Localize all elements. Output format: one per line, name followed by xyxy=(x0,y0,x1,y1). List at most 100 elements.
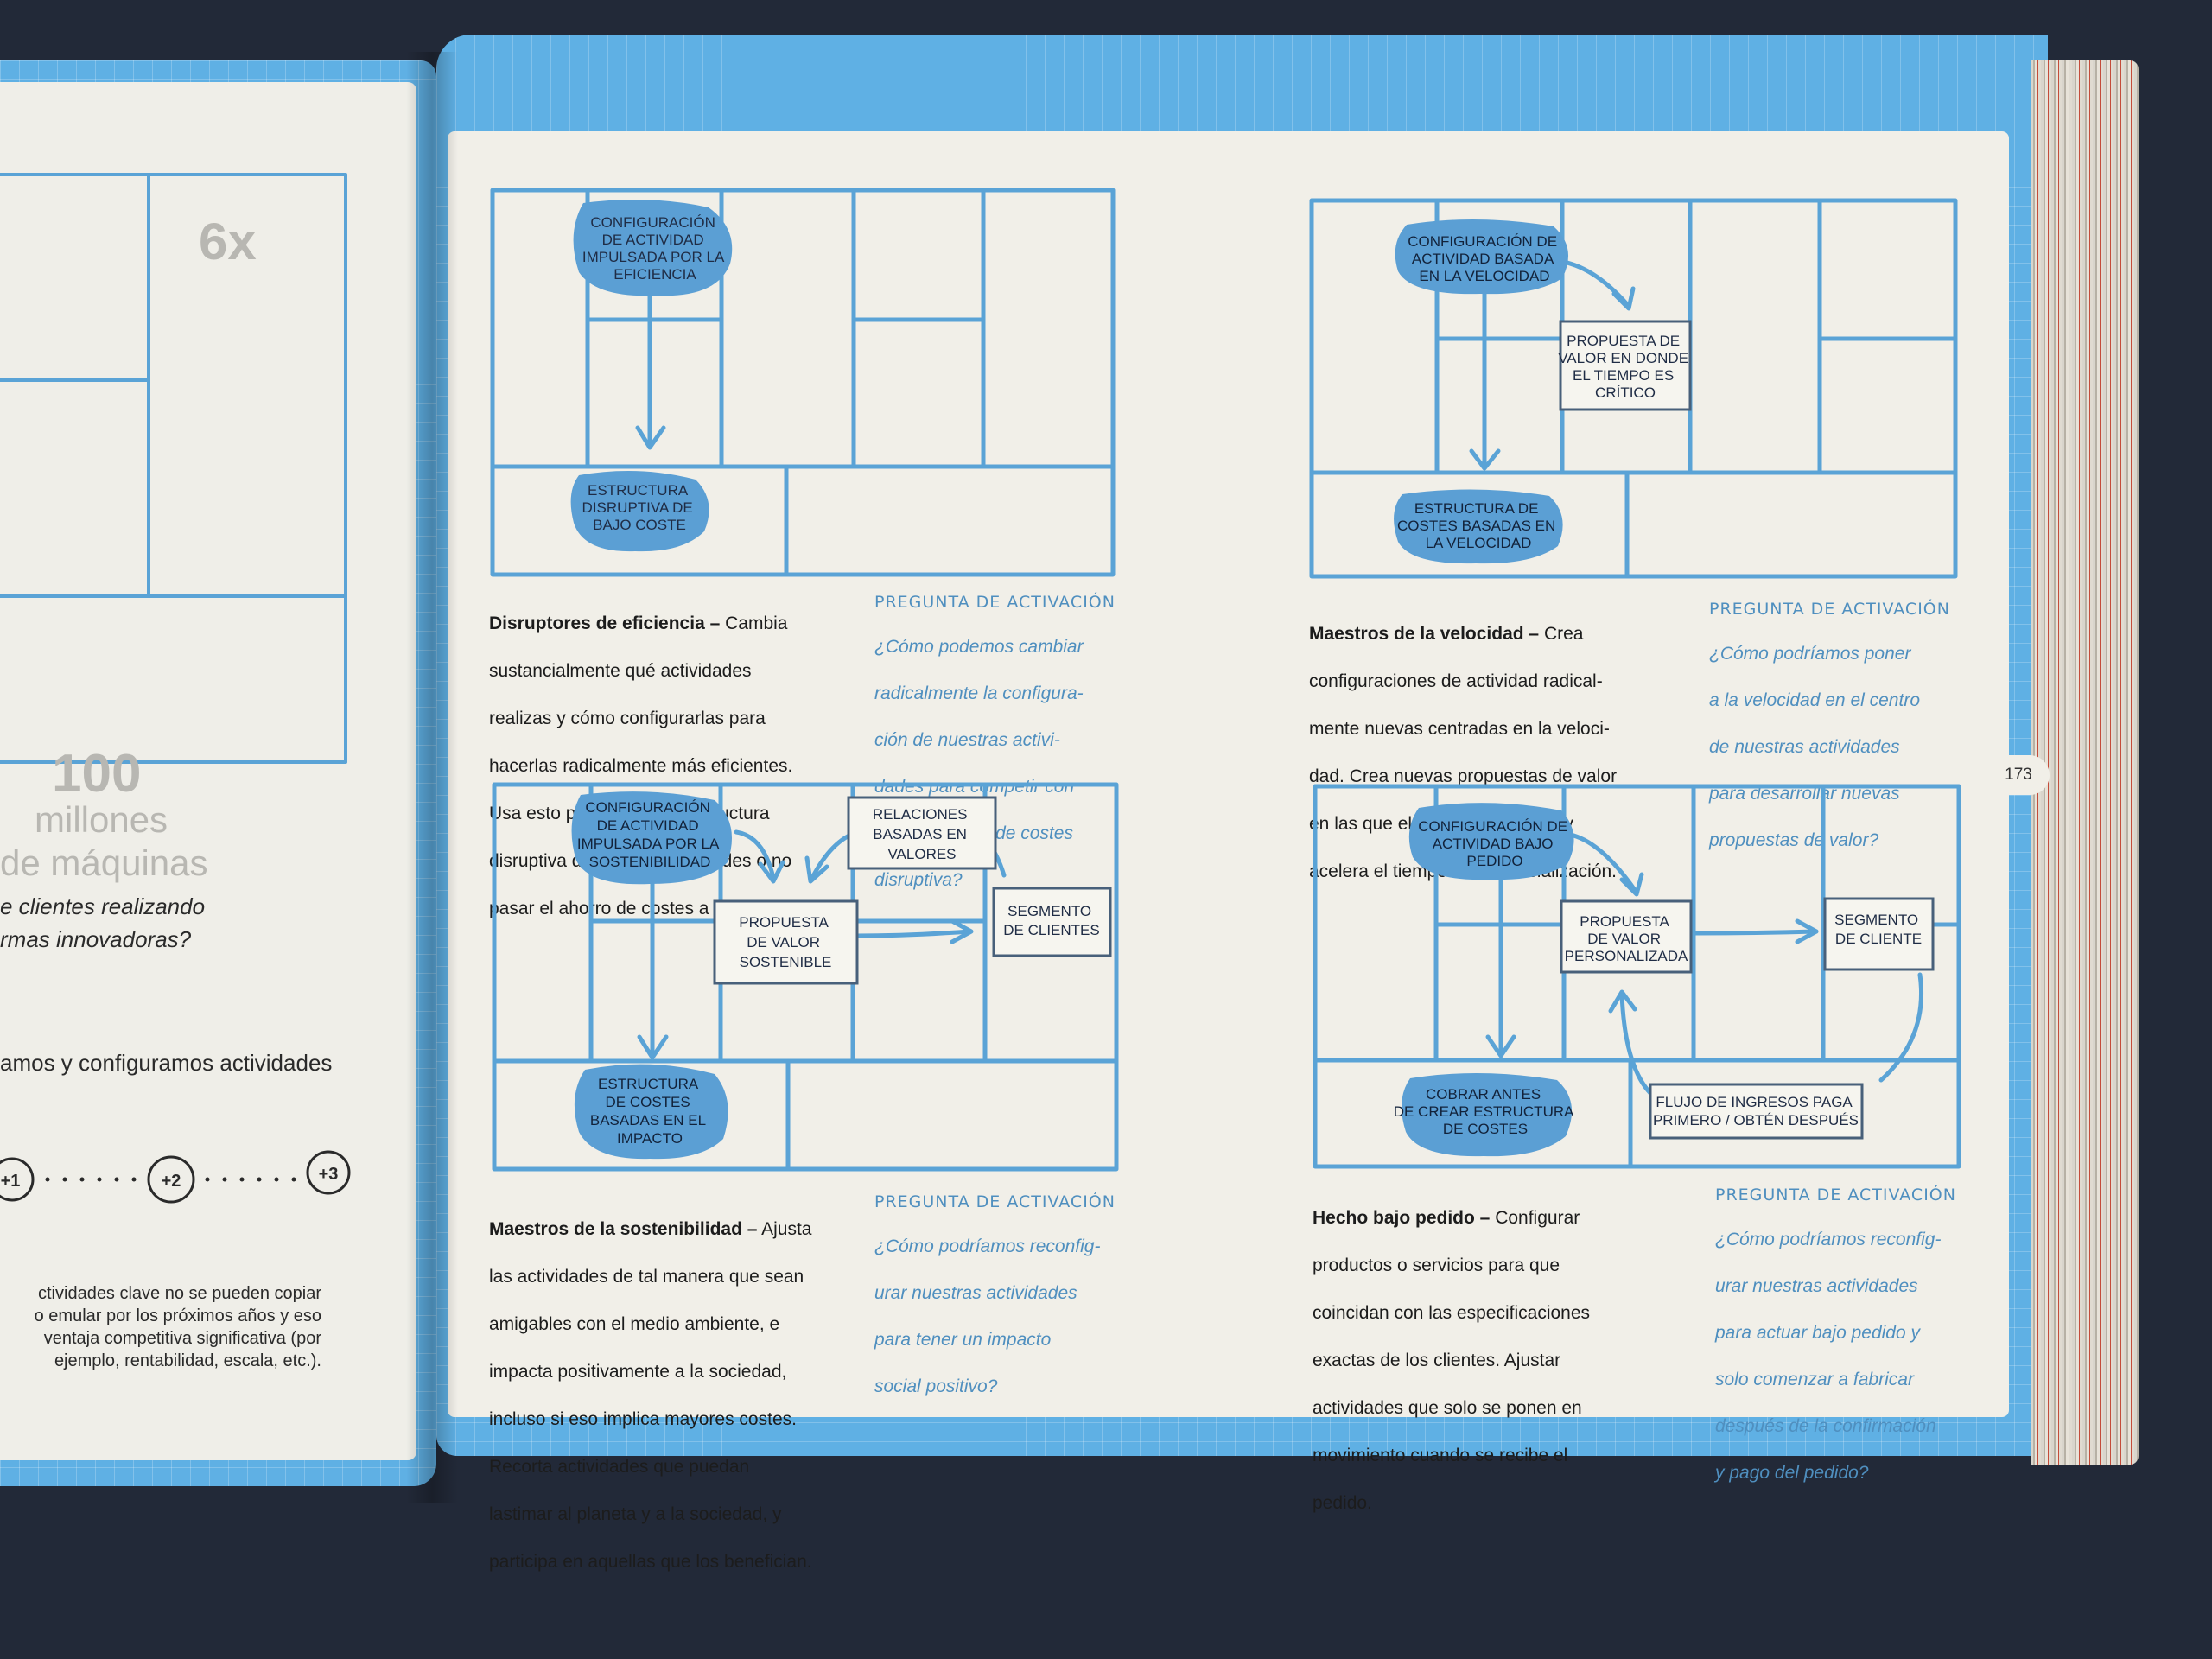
sust-value-label: PROPUESTA DE VALOR SOSTENIBLE xyxy=(739,914,831,970)
step-3-label: +3 xyxy=(319,1165,339,1184)
demand-desc-2: productos o servicios para que xyxy=(1313,1255,1560,1275)
demand-q-4: solo comenzar a fabricar xyxy=(1715,1370,1914,1389)
right-page xyxy=(448,131,2009,1417)
sust-desc-1: Ajusta xyxy=(761,1218,812,1239)
speed-q-5: propuestas de valor? xyxy=(1709,830,1879,850)
sust-desc-7: lastimar al planeta y a la sociedad, y xyxy=(489,1503,782,1524)
demand-q-6: y pago del pedido? xyxy=(1715,1463,1869,1483)
diagram-sustainability: PROPUESTA DE VALOR SOSTENIBLE RELACIONES… xyxy=(492,782,1119,1172)
page-edges xyxy=(2031,60,2139,1465)
speed-val-1: PROPUESTA DE xyxy=(1567,333,1680,349)
on-demand-title: Hecho bajo pedido – xyxy=(1313,1207,1491,1228)
speed-activity-node xyxy=(1395,219,1569,295)
left-footnote-line-3: ventaja competitiva significativa (por xyxy=(43,1329,321,1348)
sust-act-2: DE ACTIVIDAD xyxy=(597,817,699,834)
eff-act-1: CONFIGURACIÓN xyxy=(590,214,715,231)
efficiency-desc-2: sustancialmente qué actividades xyxy=(489,660,752,681)
efficiency-question-header: PREGUNTA DE ACTIVACIÓN xyxy=(874,593,1116,612)
eff-act-3: IMPULSADA POR LA xyxy=(582,249,725,265)
speed-q-3: de nuestras actividades xyxy=(1709,737,1900,757)
diagram-speed: PROPUESTA DE VALOR EN DONDE EL TIEMPO ES… xyxy=(1309,198,1958,579)
step-2-label: +2 xyxy=(162,1172,181,1191)
sust-desc-2: las actividades de tal manera que sean xyxy=(489,1266,804,1287)
speed-cost-2: COSTES BASADAS EN xyxy=(1397,518,1555,534)
on-demand-question-header: PREGUNTA DE ACTIVACIÓN xyxy=(1715,1185,1956,1205)
demand-act-3: PEDIDO xyxy=(1466,853,1522,869)
left-footnote-line-4: ejemplo, rentabilidad, escala, etc.). xyxy=(54,1351,321,1370)
speed-val-2: VALOR EN DONDE xyxy=(1558,350,1688,366)
sust-relations-box xyxy=(847,796,997,870)
efficiency-q-6: disruptiva? xyxy=(874,870,963,890)
speed-value-box xyxy=(1559,320,1692,411)
left-footnote-line-1: ctividades clave no se pueden copiar xyxy=(38,1284,321,1303)
demand-desc-4: exactas de los clientes. Ajustar xyxy=(1313,1350,1561,1370)
speed-desc-1: Crea xyxy=(1543,623,1584,644)
speed-cost-node xyxy=(1394,489,1563,564)
sust-q-4: social positivo? xyxy=(874,1376,998,1396)
speed-q-1: ¿Cómo podríamos poner xyxy=(1709,644,1911,664)
demand-q-3: para actuar bajo pedido y xyxy=(1715,1323,1920,1343)
left-question-line-1: e clientes realizando xyxy=(0,893,206,919)
speed-act-2: ACTIVIDAD BASADA xyxy=(1412,251,1554,267)
demand-revenue-label: FLUJO DE INGRESOS PAGA PRIMERO / OBTÉN D… xyxy=(1653,1094,1859,1128)
speed-question: PREGUNTA DE ACTIVACIÓN ¿Cómo podríamos p… xyxy=(1709,600,1986,875)
speed-cost-3: LA VELOCIDAD xyxy=(1426,535,1532,551)
demand-activity-label: CONFIGURACIÓN DE ACTIVIDAD BAJO PEDIDO xyxy=(1418,818,1572,869)
left-page-canvas-sketch xyxy=(0,173,347,764)
sust-rel-3: VALORES xyxy=(887,846,956,862)
sust-seg-2: DE CLIENTES xyxy=(1003,922,1099,938)
sust-desc-4: impacta positivamente a la sociedad, xyxy=(489,1361,787,1382)
demand-q-2: urar nuestras actividades xyxy=(1715,1276,1918,1296)
demand-val-1: PROPUESTA xyxy=(1580,913,1669,930)
demand-seg-2: DE CLIENTE xyxy=(1835,931,1922,947)
efficiency-cost-label: ESTRUCTURA DISRUPTIVA DE BAJO COSTE xyxy=(582,482,697,533)
speed-desc-2: configuraciones de actividad radical- xyxy=(1309,671,1603,691)
sust-q-1: ¿Cómo podríamos reconfig- xyxy=(874,1236,1101,1256)
speed-val-3: EL TIEMPO ES xyxy=(1573,367,1674,384)
demand-seg-1: SEGMENTO xyxy=(1834,912,1918,928)
sust-value-box xyxy=(713,899,859,985)
demand-cost-node xyxy=(1402,1072,1573,1157)
sust-desc-8: participa en aquellas que los benefician… xyxy=(489,1551,812,1572)
demand-val-3: PERSONALIZADA xyxy=(1565,948,1688,964)
demand-revenue-box xyxy=(1649,1083,1864,1140)
book-spine xyxy=(406,52,458,1503)
sustainability-description: Maestros de la sostenibilidad – Ajusta l… xyxy=(489,1193,861,1598)
left-footnote: ctividades clave no se pueden copiar o e… xyxy=(0,1282,321,1372)
sustainability-question-header: PREGUNTA DE ACTIVACIÓN xyxy=(874,1192,1116,1211)
sust-val-2: DE VALOR xyxy=(747,934,820,950)
left-question-text: e clientes realizando rmas innovadoras? xyxy=(0,890,205,956)
demand-cost-1: COBRAR ANTES xyxy=(1426,1086,1541,1103)
demand-cost-label: COBRAR ANTES DE CREAR ESTRUCTURA DE COST… xyxy=(1394,1086,1578,1137)
efficiency-desc-3: realizas y cómo configurarlas para xyxy=(489,708,766,728)
speed-desc-4: dad. Crea nuevas propuestas de valor xyxy=(1309,766,1618,786)
demand-rev-1: FLUJO DE INGRESOS PAGA xyxy=(1656,1094,1853,1110)
eff-cost-1: ESTRUCTURA xyxy=(588,482,689,499)
speed-desc-3: mente nuevas centradas en la veloci- xyxy=(1309,718,1610,739)
demand-value-box xyxy=(1560,899,1693,974)
sust-act-1: CONFIGURACIÓN xyxy=(585,799,710,816)
speed-cost-label: ESTRUCTURA DE COSTES BASADAS EN LA VELOC… xyxy=(1397,500,1560,551)
sust-cost-1: ESTRUCTURA xyxy=(598,1076,699,1092)
efficiency-desc-4: hacerlas radicalmente más eficientes. xyxy=(489,755,793,776)
demand-cost-3: DE COSTES xyxy=(1443,1121,1528,1137)
sust-cost-3: BASADAS EN EL xyxy=(590,1112,706,1128)
speed-activity-label: CONFIGURACIÓN DE ACTIVIDAD BASADA EN LA … xyxy=(1408,233,1561,284)
sust-cost-4: IMPACTO xyxy=(617,1130,683,1147)
eff-cost-2: DISRUPTIVA DE xyxy=(582,499,693,516)
left-faint-phrase: de máquinas xyxy=(0,842,208,883)
demand-act-1: CONFIGURACIÓN DE xyxy=(1418,818,1567,835)
sust-act-3: IMPULSADA POR LA xyxy=(577,836,720,852)
speed-q-4: para desarrollar nuevas xyxy=(1709,784,1900,804)
efficiency-q-2: radicalmente la configura- xyxy=(874,683,1084,703)
demand-rev-2: PRIMERO / OBTÉN DESPUÉS xyxy=(1653,1112,1859,1128)
speed-question-header: PREGUNTA DE ACTIVACIÓN xyxy=(1709,600,1950,619)
on-demand-question: PREGUNTA DE ACTIVACIÓN ¿Cómo podríamos r… xyxy=(1715,1185,2000,1508)
sust-seg-1: SEGMENTO xyxy=(1007,903,1091,919)
page-number: 173 xyxy=(1987,755,2050,795)
eff-cost-3: BAJO COSTE xyxy=(593,517,686,533)
left-faint-number: 100 xyxy=(52,744,142,804)
sustainability-title: Maestros de la sostenibilidad – xyxy=(489,1218,758,1239)
on-demand-description: Hecho bajo pedido – Configurar productos… xyxy=(1313,1182,1675,1539)
step-1-label: +1 xyxy=(1,1172,21,1191)
